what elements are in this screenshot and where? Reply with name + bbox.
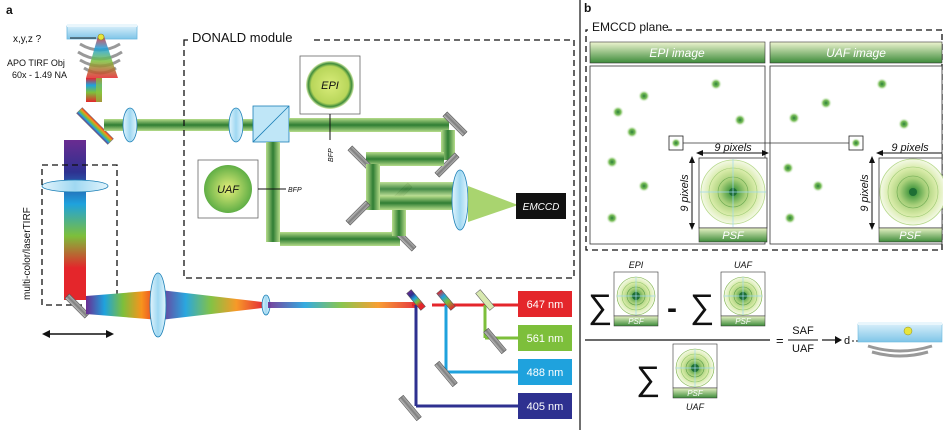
sample-slide-icon — [857, 322, 943, 358]
uaf-pixel-label-h: 9 pixels — [891, 142, 929, 154]
tube-lens — [122, 107, 138, 143]
epi-psf-label: PSF — [722, 230, 745, 242]
epi-bfp-label: EPI — [321, 80, 339, 92]
bfp-label-uaf: BFP — [288, 187, 302, 194]
objective-position-label: x,y,z ? — [13, 34, 42, 45]
objective-name: APO TIRF Obj — [7, 58, 65, 68]
donald-input-lens — [228, 107, 244, 143]
objective-na: 60x - 1.49 NA — [12, 70, 67, 80]
epi-pixel-label-h: 9 pixels — [714, 142, 752, 154]
epi-bfp-image — [299, 55, 361, 115]
bfp-label-epi: BFP — [328, 148, 335, 162]
svg-text:PSF: PSF — [628, 317, 645, 326]
uaf-psf-label: PSF — [899, 230, 922, 242]
depth-result: d — [844, 335, 850, 347]
epi-mirror-4 — [345, 200, 371, 226]
excitation-beam-vertical — [64, 140, 86, 300]
uaf-denominator: UAF — [792, 343, 814, 355]
donald-output-lens — [451, 169, 469, 231]
sum-symbol-3: ∑ — [636, 360, 660, 398]
laser-561: 561 nm — [518, 325, 572, 351]
svg-text:488 nm: 488 nm — [527, 367, 564, 379]
excitation-beam-horizontal — [86, 290, 160, 320]
svg-text:561 nm: 561 nm — [527, 333, 564, 345]
dichroic-mirror — [76, 107, 114, 145]
equals-sign: = — [776, 333, 784, 348]
emccd-detector — [516, 193, 566, 219]
uaf-bfp-label: UAF — [217, 184, 240, 196]
translation-arrow — [42, 330, 114, 338]
laser-405: 405 nm — [518, 393, 572, 419]
laser-647: 647 nm — [518, 291, 572, 317]
saf-numerator: SAF — [792, 325, 814, 337]
epi-image-header — [589, 41, 766, 64]
uaf-psf-zoom — [869, 150, 943, 243]
minus-sign: - — [667, 292, 677, 325]
donald-module-title: DONALD module — [192, 30, 292, 45]
laser-488: 488 nm — [518, 359, 572, 385]
uaf-pixel-label-v: 9 pixels — [859, 174, 871, 212]
svg-text:405 nm: 405 nm — [527, 401, 564, 413]
epi-image-spots — [606, 78, 746, 224]
svg-text:PSF: PSF — [735, 317, 752, 326]
panel-a-label: a — [6, 3, 13, 17]
formula-uaf-label-top: UAF — [734, 260, 753, 270]
saf-formula: ∑ EPI PSF - ∑ UAF PSF ∑ PSF UAF = SAF UA… — [585, 260, 943, 412]
tirf-focus-lens — [149, 272, 167, 338]
formula-uaf-label-bottom: UAF — [686, 402, 705, 412]
sum-symbol-1: ∑ — [588, 288, 612, 326]
objective-lens — [66, 24, 138, 78]
uaf-image-header — [769, 41, 943, 64]
uaf-image-title: UAF image — [826, 46, 886, 60]
emission-beam-up — [96, 78, 102, 102]
laser-combiner — [398, 289, 518, 421]
svg-text:647 nm: 647 nm — [527, 299, 564, 311]
formula-epi-label: EPI — [629, 260, 644, 270]
sum-symbol-2: ∑ — [690, 288, 714, 326]
epi-pixel-label-v: 9 pixels — [679, 174, 691, 212]
epi-image-title: EPI image — [649, 46, 705, 60]
epi-psf-zoom — [689, 150, 769, 243]
uaf-beam-vertical — [266, 142, 280, 242]
epi-beam-top — [289, 118, 449, 132]
emccd-label: EMCCD — [523, 202, 560, 213]
emccd-plane-title: EMCCD plane — [592, 20, 669, 34]
panel-b-label: b — [584, 1, 591, 15]
svg-text:PSF: PSF — [687, 389, 704, 398]
donald-module-box — [183, 39, 575, 279]
uaf-bfp-image — [197, 159, 259, 219]
tirf-module-label: multi-color/laserTIRF — [22, 207, 33, 300]
beam-splitter-cube — [252, 105, 290, 143]
tirf-lens — [41, 179, 109, 193]
